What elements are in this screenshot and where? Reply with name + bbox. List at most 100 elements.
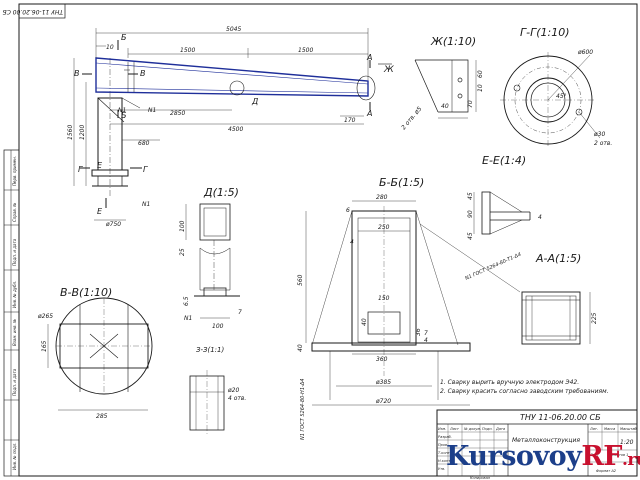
dim-label: 680	[138, 140, 150, 147]
detail-gg-dims: ø600 ø30 2 отв. 45°	[556, 49, 612, 147]
dim-label: N1	[118, 107, 126, 114]
title-block-row: Т.контр.	[438, 451, 453, 455]
title-block-col: Дата	[495, 427, 505, 431]
detail-ee	[473, 191, 531, 235]
dim-label: 150	[378, 295, 390, 302]
dim-label: ø600	[577, 49, 593, 56]
dim-label: 90	[467, 210, 474, 218]
title-block-code: ТНУ 11-06.20.00 СБ	[520, 413, 601, 422]
dim-label: 170	[344, 117, 356, 124]
dim-label: 4	[350, 239, 354, 246]
dim-label: 1200	[79, 125, 86, 140]
dim-label: 45	[467, 192, 474, 200]
strip-label: Инв. № подл.	[12, 442, 17, 470]
section-letter: Е	[97, 161, 103, 170]
title-block-sheet: Лист	[589, 453, 600, 457]
section-letter: Г	[78, 165, 83, 174]
strip-label: Подп. и дата	[12, 368, 17, 396]
dim-label: 360	[376, 356, 388, 363]
dim-label: 4 отв.	[228, 395, 246, 402]
title-block-format: Формат A2	[596, 469, 617, 473]
dim-label: 10	[106, 44, 114, 51]
detail-aa	[521, 291, 591, 345]
title-block-scale-label: Масштаб	[620, 427, 637, 431]
dim-label: ø30	[593, 131, 605, 138]
section-letter: В	[140, 69, 146, 78]
dim-label: 4	[538, 214, 542, 221]
dim-label: 100	[212, 323, 224, 330]
dim-label: N1	[184, 315, 192, 322]
watermark-logo: KursovoyRF.ru	[446, 440, 640, 474]
leader-line	[419, 223, 521, 293]
section-title-zh: Ж(1:10)	[430, 35, 476, 48]
dim-label: 2 отв. ø5	[400, 105, 423, 131]
dim-label: 4500	[228, 126, 243, 133]
dim-label: 225	[591, 312, 598, 324]
dim-label: ø750	[105, 221, 121, 228]
left-strip-labels: Перв. примен. Справ. № Подп. и дата Инв.…	[12, 156, 17, 470]
section-letter: Е	[97, 207, 103, 216]
title-block-row: Пров.	[438, 443, 448, 447]
section-letter: А	[366, 53, 372, 62]
dim-label: 6.5	[183, 296, 190, 306]
section-letter: Б	[121, 33, 127, 42]
drawing-frame	[3, 3, 638, 477]
title-block-scale: 1:20	[620, 439, 634, 446]
technical-note: 1. Сварку вырить вручную электродом Э42.	[440, 379, 579, 386]
main-view-dims: 5045 10 1500 1500 2850 4500 170 680 1560…	[67, 26, 356, 228]
strip-label: Взам. инв. №	[12, 319, 17, 346]
dim-label: 45	[467, 232, 474, 240]
detail-zh	[414, 59, 477, 119]
weld-leader: N1 ГОСТ 5264-80-Н1-Δ4	[300, 379, 306, 440]
main-view-letters: Б Б В В А А Г Г Е Е Ж Д	[74, 33, 394, 216]
detail-vv	[47, 297, 153, 411]
section-letter: В	[74, 69, 80, 78]
dim-label: N1	[148, 107, 156, 114]
watermark-part1: Kursovoy	[446, 441, 582, 472]
title-block-row: Изм.	[438, 427, 446, 431]
section-letter: Ж	[383, 65, 394, 75]
title-block-row: Н.контр.	[438, 459, 454, 463]
strip-label: Инв. № дубл.	[12, 281, 17, 308]
strip-label: Перв. примен.	[12, 156, 17, 186]
title-block-col: № докум.	[463, 427, 481, 431]
title-block-sheets: Листов 1	[611, 453, 628, 457]
detail-bb-dims: 280 250 6 4 360 150 560 40 7 4 ø385 ø720…	[297, 194, 428, 405]
dim-label: 10	[477, 84, 484, 92]
dim-label: 100	[179, 220, 186, 232]
strip-label: Справ. №	[12, 203, 17, 222]
dim-label: 285	[96, 413, 108, 420]
detail-d	[185, 203, 240, 319]
dim-label: 250	[378, 224, 390, 231]
detail-bb	[305, 200, 471, 406]
dim-label: 560	[297, 274, 304, 286]
section-title-ee: Е-Е(1:4)	[482, 154, 526, 167]
dim-label: 7	[238, 309, 242, 316]
dim-label: 280	[376, 194, 388, 201]
detail-z	[189, 370, 225, 436]
dim-label: 25	[179, 248, 186, 256]
title-block-lit: Лит.	[589, 427, 598, 431]
dim-label: N1	[142, 201, 150, 208]
section-title-vv: В-В(1:10)	[60, 286, 112, 299]
dim-label: 40	[361, 318, 368, 326]
detail-ee-dims: 45 90 45 4	[467, 192, 542, 240]
dim-label: 36	[415, 328, 422, 336]
detail-d-dims: 100 25 6.5 100 7 N1	[179, 220, 242, 330]
title-block-mass: Масса	[604, 427, 615, 431]
title-block-col: Лист	[449, 427, 460, 431]
section-title-aa: А-А(1:5)	[535, 252, 581, 265]
title-block-copied: Копировал	[470, 476, 491, 480]
section-letter: Д	[251, 97, 258, 106]
title-block-row: Разраб.	[438, 435, 452, 439]
technical-note: 2. Сварку красить согласно заводским тре…	[440, 388, 609, 395]
title-block-name: Металлоконструкция	[512, 437, 580, 444]
dim-label: 45°	[556, 93, 567, 100]
section-letter: Б	[121, 111, 127, 120]
dim-label: 60	[477, 70, 484, 78]
main-view	[73, 28, 392, 221]
section-title-gg: Г-Г(1:10)	[520, 26, 570, 39]
dim-label: 4	[424, 337, 428, 344]
strip-label: Подп. и дата	[12, 238, 17, 266]
